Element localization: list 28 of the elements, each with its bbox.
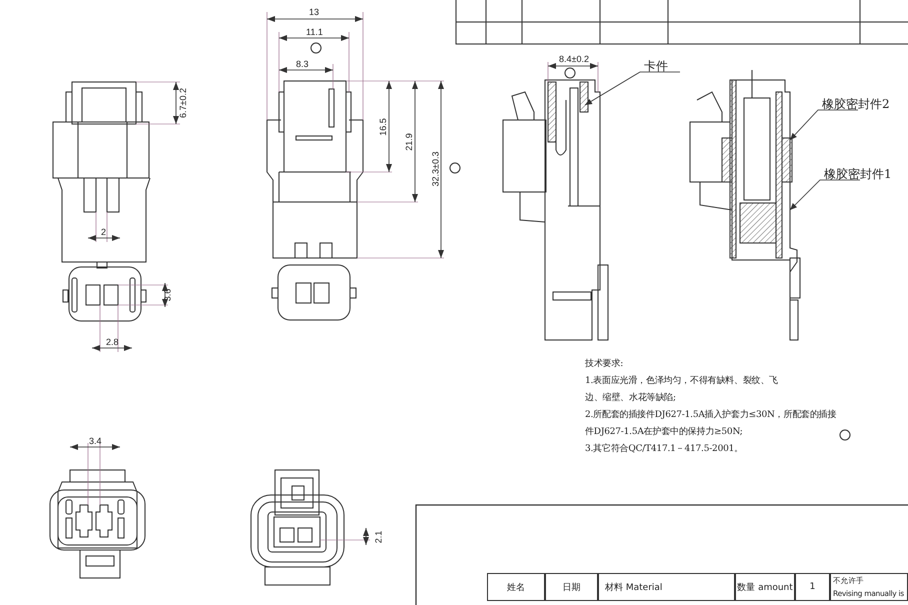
dimension-label: 3.6	[161, 288, 174, 302]
table-cell: 1	[795, 573, 830, 601]
leader-line	[790, 180, 860, 210]
dimension-label: 11.1	[306, 26, 323, 38]
dimension-label: 13	[309, 6, 320, 18]
leader-line	[584, 72, 680, 106]
notes-heading: 技术要求:	[585, 358, 624, 371]
dimension-label: 8.4±0.2	[559, 53, 589, 65]
dimension-label: 2.8	[106, 336, 119, 348]
table-cell: 姓名	[487, 573, 545, 601]
callout-label: 橡胶密封件1	[824, 166, 892, 183]
table-cell: 日期	[545, 573, 598, 601]
dimension-label: 2	[101, 226, 106, 238]
dimension-label: 16.5	[376, 118, 389, 136]
table-cell: 材料 Material	[598, 573, 735, 601]
dimension-label: 21.9	[402, 133, 415, 151]
leader-line	[790, 110, 858, 140]
dimension-label: 6.7±0.2	[176, 88, 189, 118]
dimension-label: 2.1	[372, 530, 384, 544]
dimension-label: 3.4	[89, 435, 102, 447]
dimension-label: 8.3	[296, 58, 309, 70]
requirement-note: 1.表面应光滑，色泽均匀，不得有缺料、裂纹、飞边、缩壁、水花等缺陷;	[585, 374, 779, 405]
callout-label: 卡件	[644, 58, 668, 75]
dimension-label: 32.3±0.3	[429, 152, 442, 186]
callout-label: 橡胶密封件2	[822, 96, 890, 113]
table-cell: 数量 amount	[735, 573, 795, 601]
requirement-note: 3.其它符合QC/T417.1－417.5-2001。	[585, 442, 743, 456]
requirement-note: 2.所配套的插接件DJ627-1.5A插入护套力≤30N，所配套的插接件DJ627-1.5A在护套中的保持力≥50N;	[585, 408, 838, 439]
